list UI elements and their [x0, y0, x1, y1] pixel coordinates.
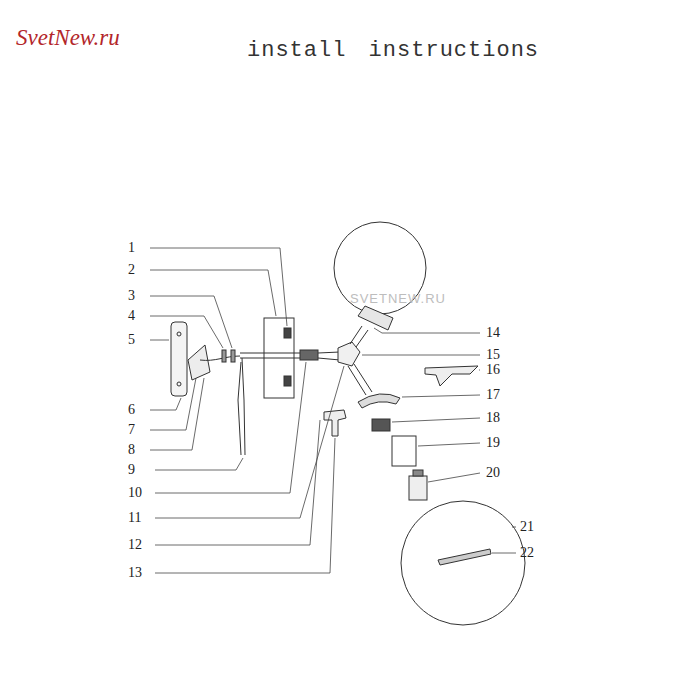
callout-number: 10 — [128, 486, 142, 500]
callout-number: 12 — [128, 538, 142, 552]
callout-number: 18 — [486, 411, 500, 425]
callout-number: 3 — [128, 289, 135, 303]
callout-number: 1 — [128, 241, 135, 255]
callout-number: 17 — [486, 388, 500, 402]
callout-number: 16 — [486, 363, 500, 377]
callout-number: 22 — [520, 546, 534, 560]
callout-number: 4 — [128, 309, 135, 323]
callout-number: 14 — [486, 326, 500, 340]
callout-number: 19 — [486, 436, 500, 450]
callout-number: 13 — [128, 566, 142, 580]
callout-number: 21 — [520, 520, 534, 534]
callout-number: 7 — [128, 423, 135, 437]
callout-number: 2 — [128, 263, 135, 277]
callout-number: 20 — [486, 466, 500, 480]
callout-number: 6 — [128, 403, 135, 417]
callout-number: 5 — [128, 333, 135, 347]
page-title: install instructions — [247, 40, 539, 62]
callout-number: 9 — [128, 463, 135, 477]
watermark: SVETNEW.RU — [350, 292, 446, 305]
callout-number: 11 — [128, 511, 141, 525]
callout-number: 15 — [486, 348, 500, 362]
callout-number: 8 — [128, 443, 135, 457]
brand-logo: SvetNew.ru — [16, 26, 120, 49]
